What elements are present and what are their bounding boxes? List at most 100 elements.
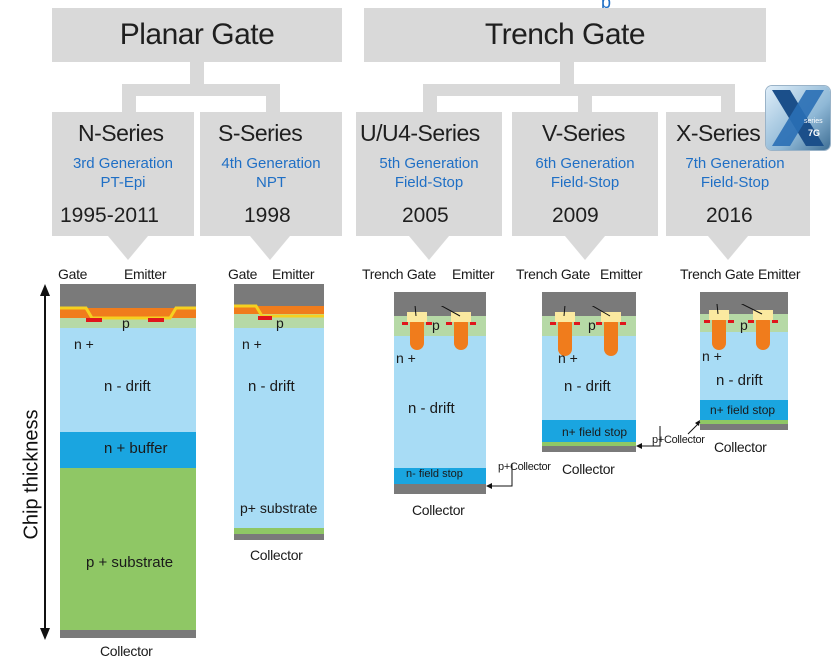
n-drift-region — [542, 336, 636, 428]
p-substrate-label: p + substrate — [86, 554, 174, 571]
badge-text-7g: 7G — [808, 128, 821, 138]
emitter-label: Emitter — [124, 266, 167, 282]
n-plus-label: n + — [396, 350, 416, 366]
series-name: U/U4-Series — [360, 120, 480, 146]
p-label: p — [432, 317, 440, 333]
n-series-card — [52, 112, 194, 236]
p-substrate-thin — [234, 528, 324, 534]
planar-gate-header: Planar Gate — [52, 8, 342, 62]
n-buffer-region — [60, 432, 196, 468]
tech-text: Field-Stop — [550, 174, 620, 191]
tech-text: Field-Stop — [700, 174, 770, 191]
thickness-axis-arrow — [40, 284, 50, 640]
n-drift-region — [394, 336, 486, 474]
planar-gate-title: Planar Gate — [119, 18, 275, 51]
emitter-metal — [60, 284, 196, 308]
x-logo-icon — [772, 90, 824, 146]
n-drift-label: n - drift — [408, 400, 455, 417]
n-series-device: p n + n - drift n + buffer p + substrate — [60, 284, 196, 638]
emitter-metal — [700, 292, 788, 314]
p-label: p — [740, 317, 748, 333]
year-label: 1998 — [244, 204, 291, 227]
p-collector-pointer — [687, 420, 701, 435]
trench-gate-title: Trench Gate — [484, 18, 646, 51]
n-plus-label: n + — [702, 348, 722, 364]
gate-label: Gate — [58, 266, 88, 282]
year-label: 2016 — [706, 204, 753, 227]
trench-gate-label: Trench Gate — [362, 266, 436, 282]
gate-oxide — [234, 306, 324, 314]
p-collector-label: p+Collector — [498, 461, 551, 473]
trench-gate-label: Trench Gate — [516, 266, 590, 282]
p-collector-layer — [700, 420, 788, 424]
generation-text: 4th Generation — [221, 155, 321, 172]
collector-label: Collector — [100, 643, 153, 659]
emitter-label: Emitter — [758, 266, 801, 282]
gate-label: Gate — [228, 266, 258, 282]
p-collector-layer — [542, 442, 636, 446]
collector-metal — [394, 484, 486, 494]
trench-gate-label: Trench Gate — [680, 266, 754, 282]
year-label: 1995-2011 — [60, 204, 159, 227]
planar-gate-shape — [234, 304, 324, 320]
planar-gate-shape — [60, 306, 196, 322]
collector-label: Collector — [412, 502, 465, 518]
year-label: 2005 — [402, 204, 449, 227]
n-drift-region — [60, 328, 196, 432]
n-plus-label: n + — [558, 350, 578, 366]
p-label: p — [122, 315, 130, 331]
n-drift-label: n - drift — [104, 378, 151, 395]
s-series-device: p n + n - drift p+ substrate — [234, 284, 324, 540]
x-series-badge: series 7G — [766, 86, 830, 150]
generation-text: 7th Generation — [685, 155, 785, 172]
u-series-device: p n + n - drift n- field stop — [394, 292, 486, 494]
field-stop-region — [394, 468, 486, 484]
field-stop-region — [542, 420, 636, 442]
chip-thickness-label: Chip thickness — [20, 409, 43, 540]
p-substrate-region — [60, 468, 196, 630]
p-label: p — [588, 317, 596, 333]
n-field-stop-label: n+ field stop — [710, 403, 776, 417]
v-series-card — [512, 112, 658, 236]
n-plus-label: n + — [74, 336, 94, 352]
collector-metal — [234, 534, 324, 540]
p-well — [60, 318, 196, 328]
top-cut-text: p — [601, 0, 612, 12]
generation-text: 5th Generation — [379, 155, 479, 172]
collector-label: Collector — [250, 547, 303, 563]
tech-text: NPT — [256, 174, 286, 191]
collector-label: Collector — [714, 439, 767, 455]
field-stop-region — [700, 400, 788, 420]
p-collector-pointer — [636, 426, 661, 449]
emitter-label: Emitter — [272, 266, 315, 282]
series-name: S-Series — [218, 120, 303, 146]
generation-text: 3rd Generation — [72, 155, 174, 172]
series-name: X-Series — [676, 120, 761, 146]
emitter-label: Emitter — [452, 266, 495, 282]
tech-text: PT-Epi — [100, 174, 146, 191]
badge-text-series: series — [804, 118, 823, 125]
year-label: 2009 — [552, 204, 599, 227]
trench-gate-shape — [550, 306, 626, 356]
p-collector-label: p+Collector — [652, 434, 705, 446]
trench-gate-shape — [704, 304, 778, 350]
generation-text: 6th Generation — [535, 155, 635, 172]
n-drift-label: n - drift — [564, 378, 611, 395]
series-name: N-Series — [78, 120, 164, 146]
p-substrate-label: p+ substrate — [240, 500, 318, 516]
n-plus-label: n + — [242, 336, 262, 352]
p-collector-pointer — [486, 464, 513, 489]
u-series-card — [356, 112, 502, 236]
n-drift-label: n - drift — [716, 372, 763, 389]
n-drift-region — [234, 328, 324, 534]
trench-gate-shape — [402, 306, 476, 350]
p-label: p — [276, 315, 284, 331]
trench-gate-header: Trench Gate — [364, 8, 766, 62]
series-name: V-Series — [542, 120, 625, 146]
n-drift-label: n - drift — [248, 378, 295, 395]
